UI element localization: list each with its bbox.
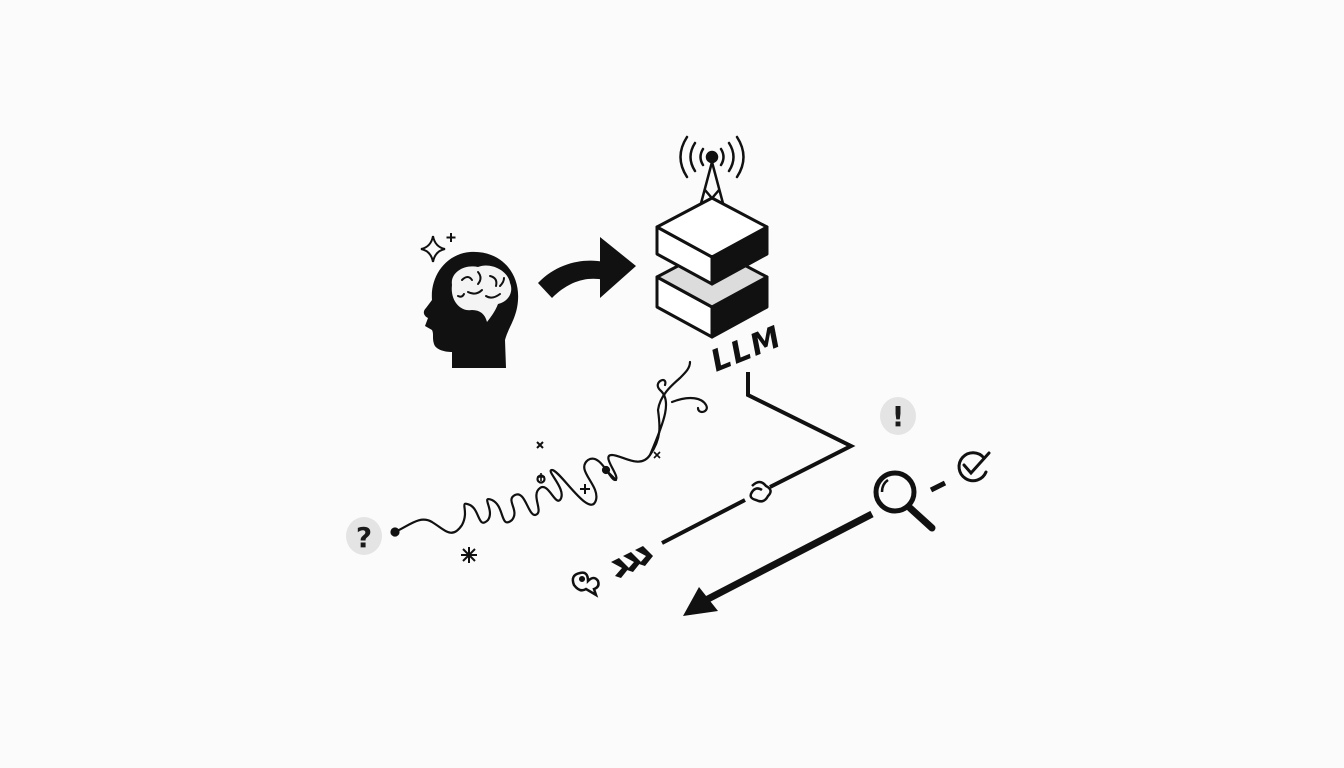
- question-badge: ?: [346, 517, 382, 555]
- curved-arrow-icon: [538, 237, 636, 298]
- return-arrow: [683, 510, 874, 616]
- alert-badge-text: !: [892, 400, 905, 433]
- check-circle-icon: [957, 451, 991, 483]
- stacked-boxes-icon: [655, 196, 769, 339]
- tangled-thought-line: [390, 360, 708, 537]
- chevrons-icon: [611, 546, 653, 578]
- sparkle-icon: [461, 441, 661, 563]
- magnifier-icon: [873, 470, 947, 532]
- tangle-icon: [571, 571, 600, 598]
- alert-badge: !: [880, 397, 916, 435]
- knot-icon: [749, 480, 772, 503]
- sparkle-icon: [420, 233, 456, 263]
- head-brain-icon: [423, 251, 519, 368]
- question-badge-text: ?: [356, 521, 372, 554]
- radio-tower-icon: [679, 135, 745, 228]
- flow-path: [661, 372, 856, 545]
